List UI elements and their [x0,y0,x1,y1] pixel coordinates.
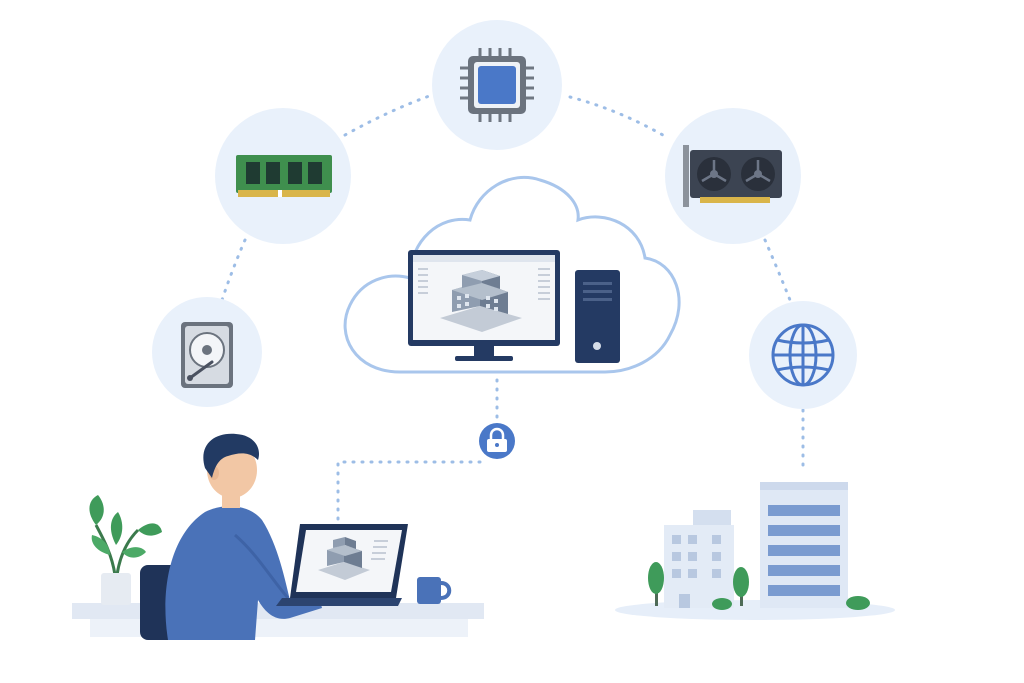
tree-icon [648,562,870,610]
ram-module-icon [236,155,332,197]
potted-plant-icon [89,495,162,605]
connection-lines [220,93,805,527]
office-buildings [615,482,895,620]
globe-icon [771,323,835,387]
user-workspace [72,433,484,640]
hard-disk-icon [181,322,233,388]
storage-node [152,297,262,407]
cpu-chip-icon [460,48,534,122]
padlock-icon [487,427,507,452]
ram-node [215,108,351,244]
network-node [749,301,857,409]
monitor-icon [408,250,560,361]
gpu-node [665,108,801,244]
cpu-node [432,20,562,150]
laptop-icon [276,524,408,606]
line-lock-to-laptop [336,460,482,527]
coffee-mug-icon [417,577,452,604]
left-building-icon [664,510,734,608]
padlock-node [479,423,515,459]
pc-tower-icon [575,270,620,363]
line-cpu-to-gpu [568,95,670,140]
line-ram-to-cpu [343,93,434,137]
cloud-workstation [343,175,681,374]
graphics-card-icon [683,145,782,207]
3d-building-model-icon [318,537,370,580]
3d-building-model-icon [440,270,522,332]
line-ram-to-disk [220,238,247,302]
line-gpu-to-globe [763,238,792,302]
right-building-icon [760,482,848,608]
person-at-laptop-icon [165,433,338,640]
